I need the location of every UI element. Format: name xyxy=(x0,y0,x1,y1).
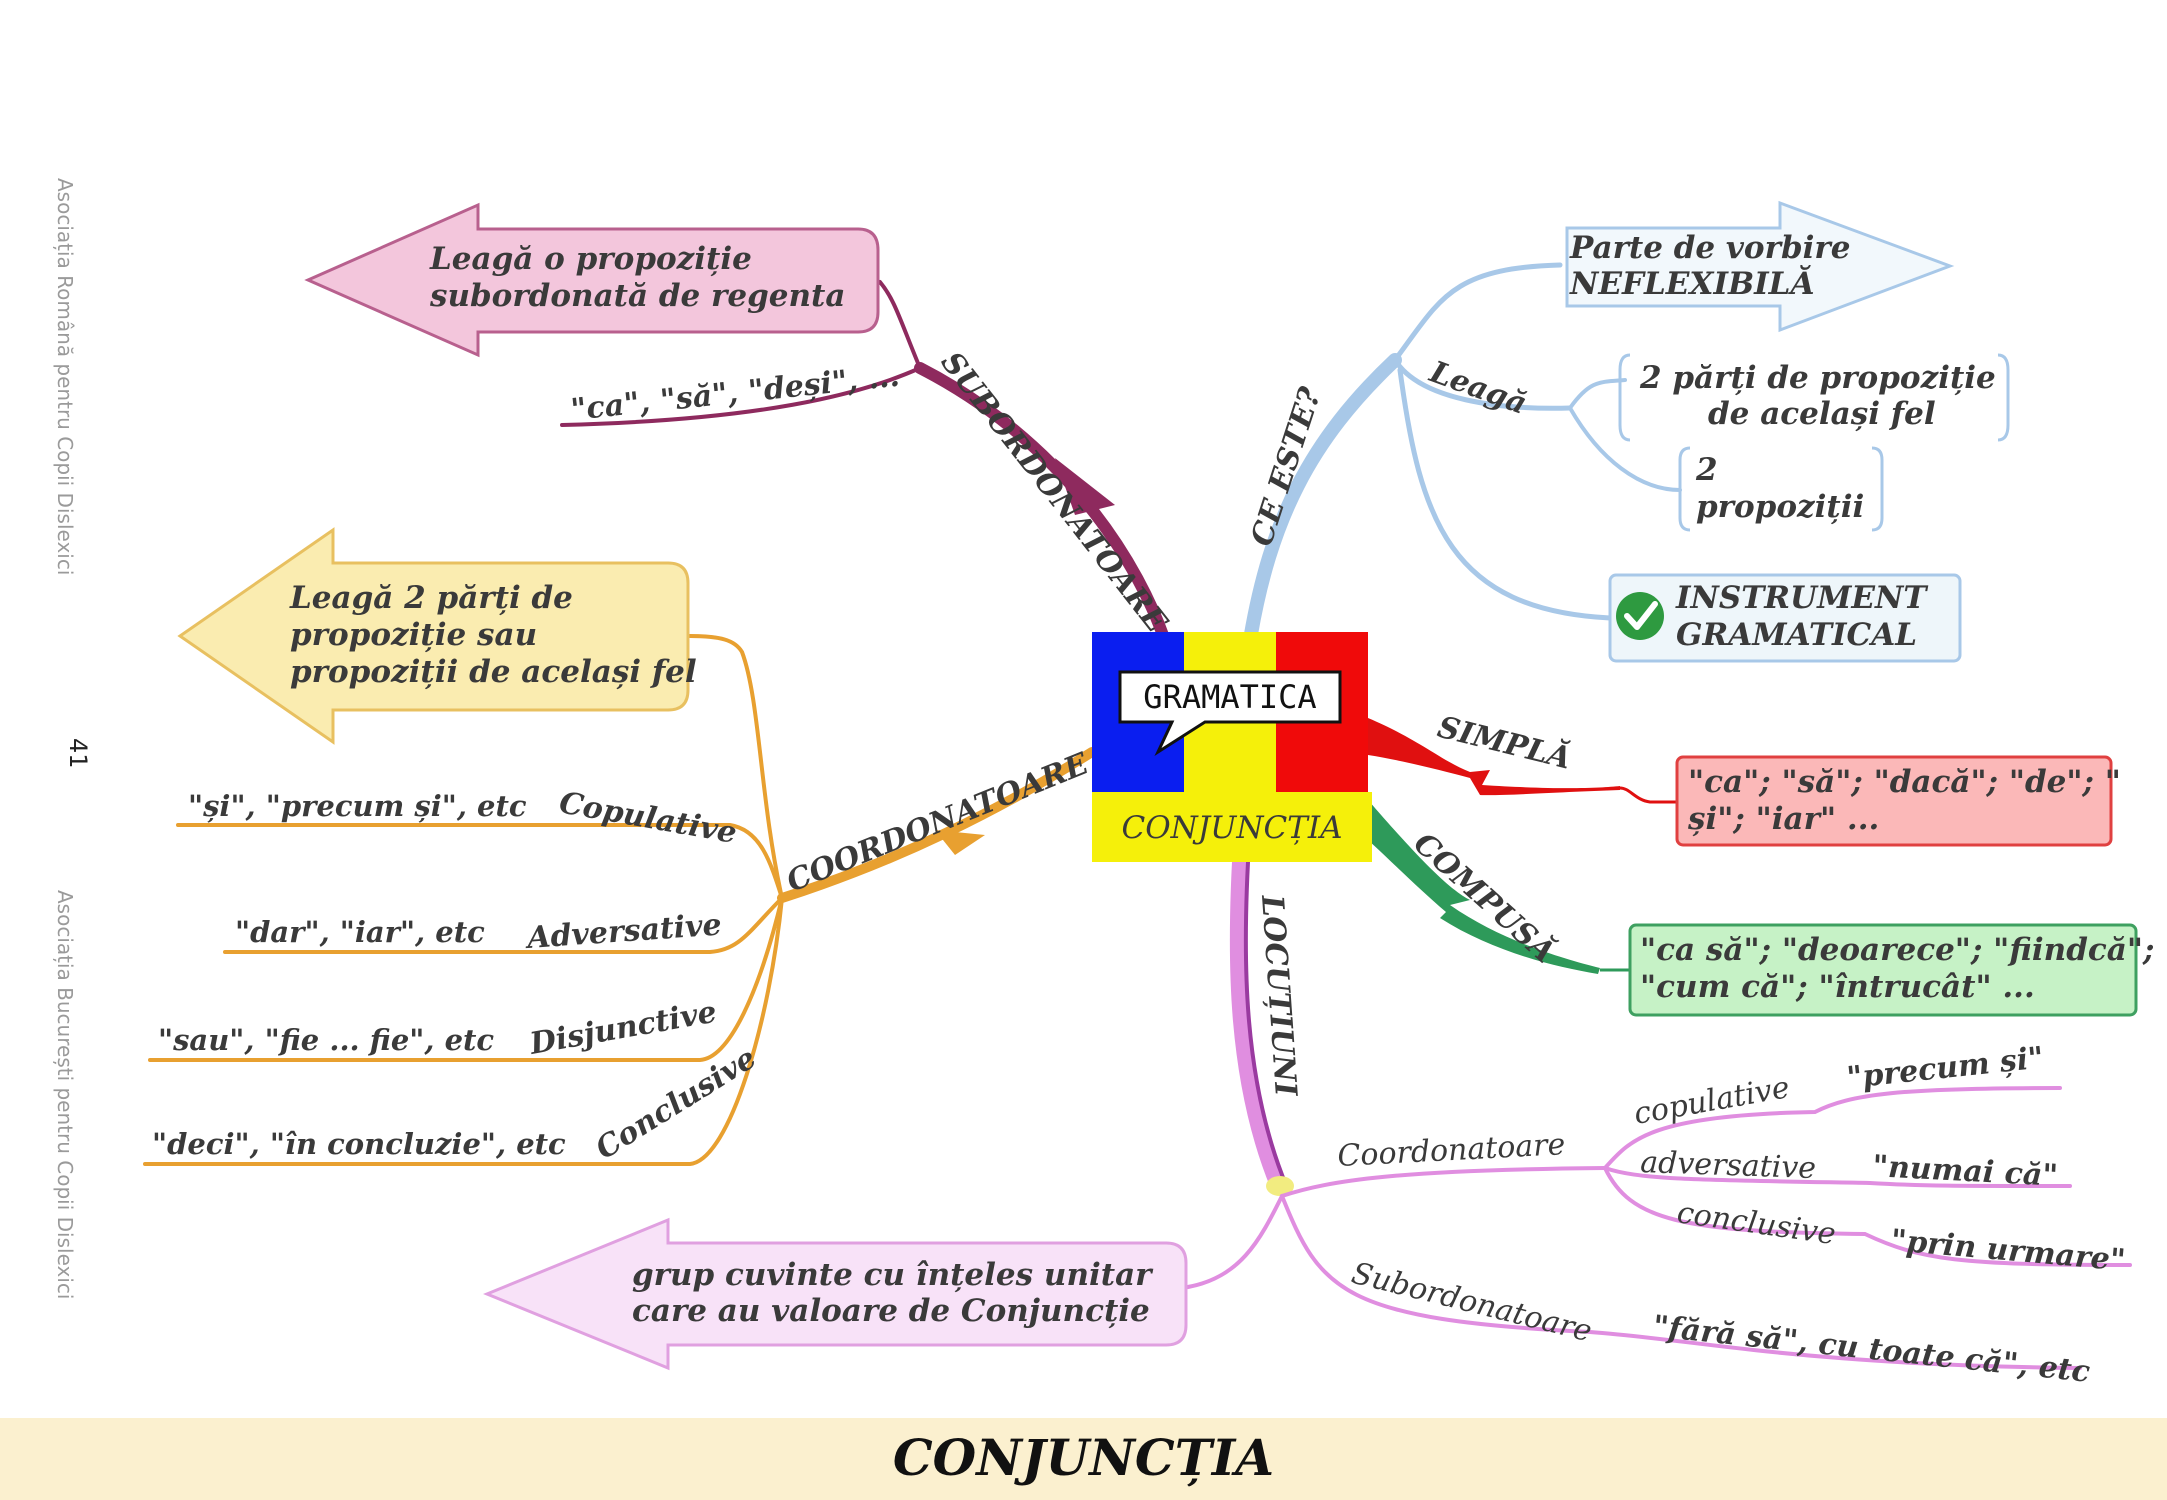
coordonatoare-def-line-3: propoziții de același fel xyxy=(290,654,697,690)
adversative-loc-type: adversative xyxy=(1640,1145,1817,1186)
subordonatoare-examples: "ca", "să", "deși", ... xyxy=(569,359,901,428)
coordonatoare-definition-arrow xyxy=(177,527,690,745)
locutiuni-label: LOCUȚIUNI xyxy=(1254,893,1303,1098)
footer-title: CONJUNCȚIA xyxy=(892,1428,1275,1487)
adversative-loc-example: "numai că" xyxy=(1872,1149,2059,1194)
copulative-type: Copulative xyxy=(557,785,740,851)
page-number: 41 xyxy=(64,738,92,769)
disjunctive-type: Disjunctive xyxy=(526,995,719,1062)
locutiuni-def-line-1: grup cuvinte cu înțeles unitar xyxy=(632,1257,1154,1293)
instrument-box xyxy=(1608,573,1962,663)
definition-line-2: NEFLEXIBILĂ xyxy=(1569,264,1815,302)
instrument-line-2: GRAMATICAL xyxy=(1676,617,1917,653)
center-label-box xyxy=(1092,792,1372,862)
coordonatoare-def-line-1: Leagă 2 părți de xyxy=(289,580,573,616)
mind-map-canvas: Asociația Română pentru Copii Dislexici … xyxy=(53,178,2154,1390)
subordonatoare-def-line-1: Leagă o propoziție xyxy=(429,241,752,277)
definition-line-1: Parte de vorbire xyxy=(1569,230,1850,266)
compusa-examples-line-1: "ca să"; "deoarece"; "fiindcă"; xyxy=(1640,932,2154,968)
center-label: CONJUNCȚIA xyxy=(1122,810,1343,846)
compusa-examples-box xyxy=(1628,923,2138,1017)
leaga-item-2-line-2: propoziții xyxy=(1696,489,1864,525)
simpla-examples-line-2: și"; "iar" ... xyxy=(1687,801,1879,837)
compusa-examples-line-2: "cum că"; "întrucât" ... xyxy=(1640,969,2035,1005)
check-icon xyxy=(1616,592,1664,640)
center-node: GRAMATICA CONJUNCȚIA xyxy=(1092,632,1372,862)
locutiuni-branch xyxy=(1229,854,1288,1193)
instrument-line-1: INSTRUMENT xyxy=(1675,580,1928,616)
leaga-item-1-line-1: 2 părți de propoziție xyxy=(1639,360,1996,396)
coordonatoare-label: COORDONATOARE xyxy=(782,746,1095,899)
speech-bubble xyxy=(1118,670,1342,757)
definition-arrow xyxy=(1565,200,1955,333)
compusa-branch xyxy=(1368,800,1600,974)
side-text-bottom: Asociația București pentru Copii Dislexi… xyxy=(53,890,77,1299)
coordonatoare-branch xyxy=(143,634,1097,1166)
disjunctive-example: "sau", "fie ... fie", etc xyxy=(158,1023,494,1057)
leaga-item-2-line-1: 2 xyxy=(1695,452,1718,488)
simpla-branch xyxy=(1368,718,1620,796)
locutiuni-node xyxy=(1266,1176,1294,1196)
locutiuni-sub-branches xyxy=(1180,1086,2132,1370)
locutiuni-def-line-2: care au valoare de Conjuncție xyxy=(632,1293,1150,1329)
adversative-example: "dar", "iar", etc xyxy=(235,915,485,949)
copulative-loc-type: copulative xyxy=(1631,1070,1792,1132)
coordonatoare-loc-label: Coordonatoare xyxy=(1337,1127,1567,1174)
subordonatoare-definition-arrow xyxy=(304,202,880,358)
side-text-top: Asociația Română pentru Copii Dislexici xyxy=(53,178,77,575)
leaga-brackets xyxy=(1618,353,2010,532)
simpla-connector xyxy=(1619,786,1678,804)
ce-este-branch xyxy=(1243,262,1682,647)
conclusive-example: "deci", "în concluzie", etc xyxy=(152,1127,566,1161)
subordonatoare-def-line-2: subordonată de regenta xyxy=(429,278,845,314)
gramatica-text: GRAMATICA xyxy=(1143,678,1316,716)
conclusive-loc-example: "prin urmare" xyxy=(1889,1223,2127,1278)
simpla-examples-box xyxy=(1675,755,2113,847)
subordonatoare-loc-example: "fără să", cu toate că", etc xyxy=(1651,1309,2091,1390)
footer-bar xyxy=(0,1418,2167,1500)
locutiuni-definition-arrow xyxy=(483,1217,1188,1371)
subordonatoare-loc-label: Subordonatoare xyxy=(1348,1256,1595,1349)
leaga-label: Leagă xyxy=(1424,354,1531,421)
adversative-type: Adversative xyxy=(523,907,723,956)
conclusive-loc-type: conclusive xyxy=(1675,1195,1838,1252)
copulative-example: "și", "precum și", etc xyxy=(188,789,527,823)
coordonatoare-def-line-2: propoziție sau xyxy=(290,617,537,653)
subordonatoare-label: SUBORDONATOARE xyxy=(934,345,1175,640)
coordonatoare-arrowhead xyxy=(935,830,985,855)
subordonatoare-arrowhead xyxy=(1055,458,1115,515)
leaga-item-1-line-2: de același fel xyxy=(1708,396,1936,432)
simpla-examples-line-1: "ca"; "să"; "dacă"; "de"; " xyxy=(1688,764,2121,800)
